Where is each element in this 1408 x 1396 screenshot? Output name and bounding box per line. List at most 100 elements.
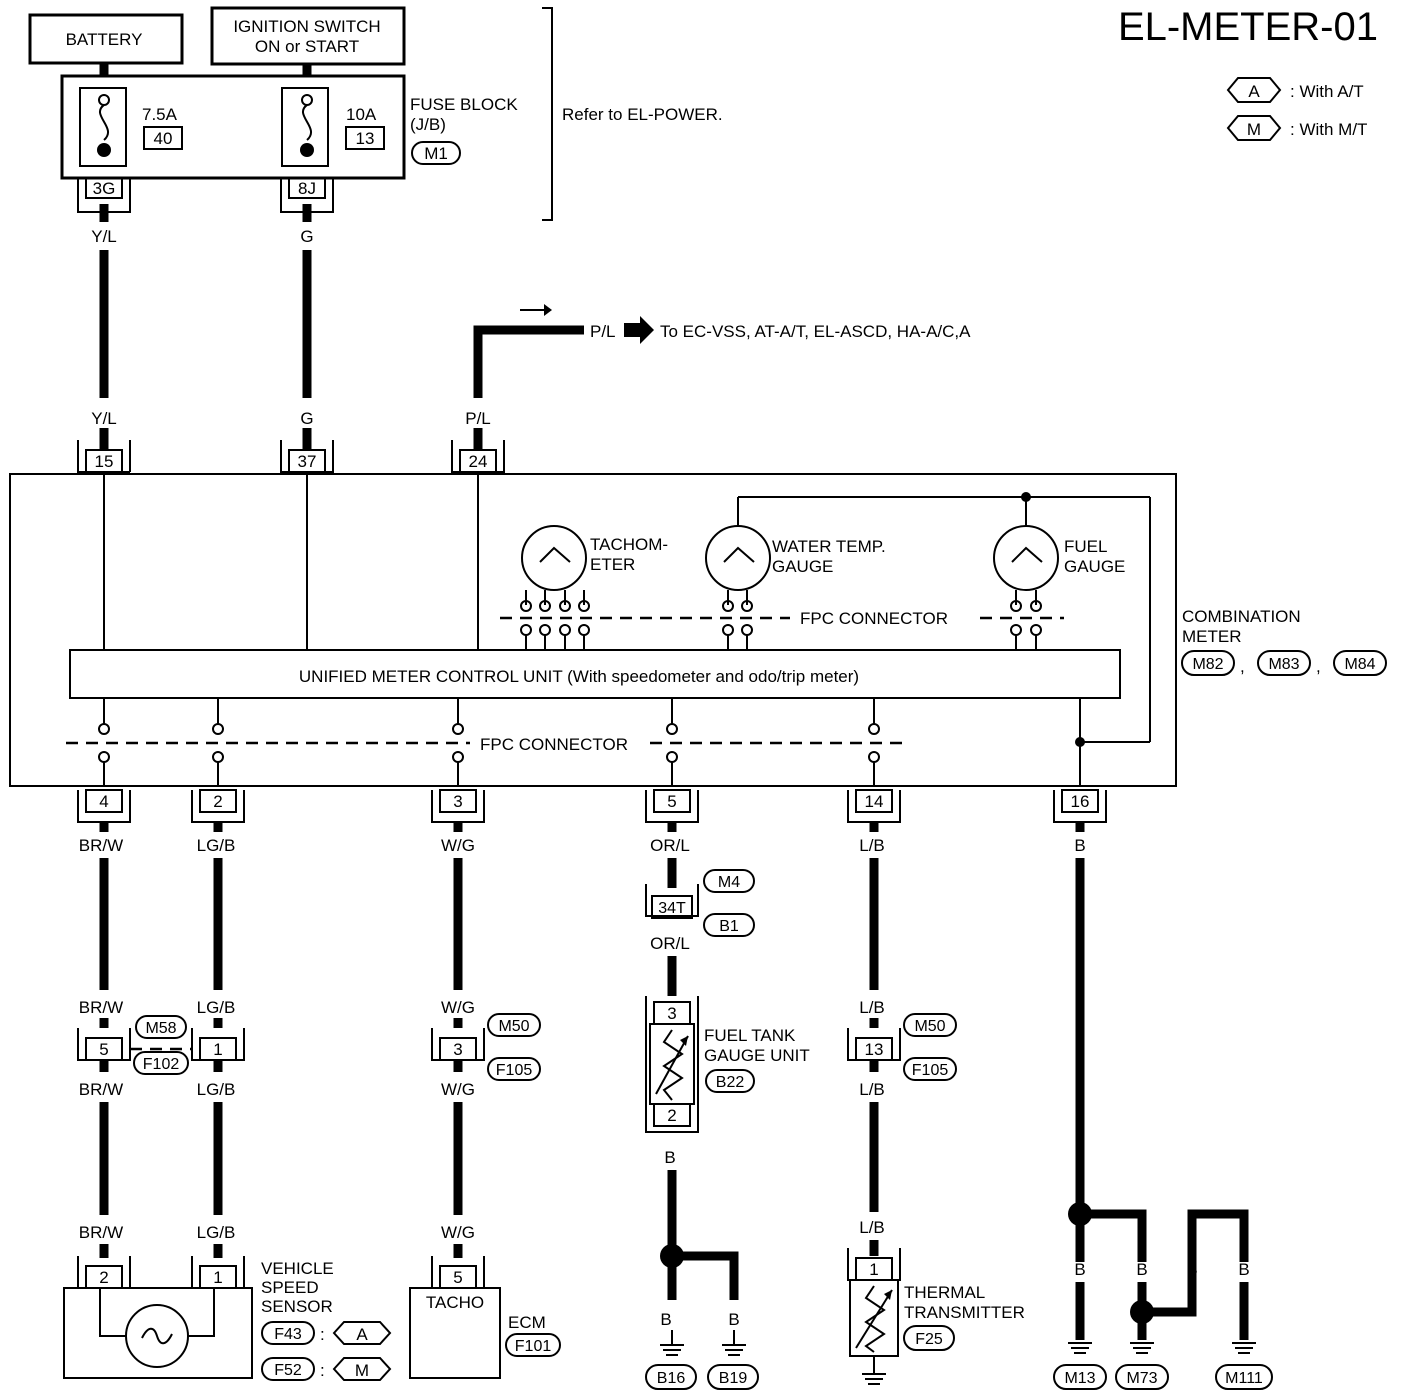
svg-text:M84: M84: [1344, 656, 1375, 673]
svg-text:GAUGE UNIT: GAUGE UNIT: [704, 1046, 810, 1065]
svg-text:F102: F102: [143, 1056, 180, 1073]
svg-text:M4: M4: [718, 874, 740, 891]
svg-text:W/G: W/G: [441, 1080, 475, 1099]
ignition-switch-box: IGNITION SWITCH ON or START: [210, 6, 406, 66]
svg-text:A: A: [1248, 82, 1260, 101]
refer-note: Refer to EL-POWER.: [562, 105, 723, 124]
legend-mt: M : With M/T: [1226, 115, 1367, 141]
ground-m111: M111: [1225, 1370, 1263, 1387]
svg-text:,: ,: [1316, 657, 1321, 676]
svg-text:1: 1: [869, 1260, 878, 1279]
svg-text:5: 5: [453, 1268, 462, 1287]
svg-text:F52: F52: [274, 1362, 302, 1379]
svg-text:3: 3: [453, 1040, 462, 1059]
svg-text:ON or START: ON or START: [255, 37, 359, 56]
fuel-gauge: FUEL GAUGE: [993, 492, 1125, 650]
svg-text:M58: M58: [145, 1020, 176, 1037]
svg-text:L/B: L/B: [859, 1218, 885, 1237]
svg-text:WATER TEMP.: WATER TEMP.: [772, 537, 886, 556]
ground-m73: M73: [1126, 1370, 1157, 1387]
svg-text:B22: B22: [716, 1074, 745, 1091]
svg-text:1: 1: [213, 1268, 222, 1287]
ground-m13: M13: [1064, 1370, 1095, 1387]
svg-text:L/B: L/B: [859, 1080, 885, 1099]
svg-text:SPEED: SPEED: [261, 1278, 319, 1297]
svg-text:3G: 3G: [93, 179, 116, 198]
svg-text:L/B: L/B: [859, 998, 885, 1017]
svg-text:BR/W: BR/W: [79, 1223, 123, 1242]
svg-text:14: 14: [865, 792, 884, 811]
svg-text:Y/L: Y/L: [91, 409, 117, 428]
svg-text:B1: B1: [719, 918, 739, 935]
svg-text:M83: M83: [1268, 656, 1299, 673]
svg-text:F105: F105: [496, 1062, 533, 1079]
diagram-title: EL-METER-01: [1118, 5, 1378, 49]
svg-text:P/L: P/L: [465, 409, 491, 428]
svg-text:LG/B: LG/B: [197, 1080, 236, 1099]
wire-pl: [473, 325, 584, 398]
svg-text:BR/W: BR/W: [79, 836, 123, 855]
svg-text:37: 37: [298, 452, 317, 471]
svg-text:TACHO: TACHO: [426, 1293, 484, 1312]
ecm: 5 TACHO ECM F101: [409, 1256, 561, 1379]
svg-text:LG/B: LG/B: [197, 998, 236, 1017]
battery-box: BATTERY: [28, 13, 184, 65]
svg-text:13: 13: [356, 129, 375, 148]
svg-text:A: A: [356, 1325, 368, 1344]
connector-f102-pin1: 1: [191, 1028, 245, 1061]
svg-text:GAUGE: GAUGE: [1064, 557, 1125, 576]
svg-text:BR/W: BR/W: [79, 1080, 123, 1099]
svg-text:7.5A: 7.5A: [142, 105, 178, 124]
svg-text:F101: F101: [515, 1338, 552, 1355]
branch-destination: To EC-VSS, AT-A/T, EL-ASCD, HA-A/C,A: [660, 322, 971, 341]
water-temp-gauge: WATER TEMP. GAUGE: [705, 496, 1150, 650]
svg-text:5: 5: [99, 1040, 108, 1059]
svg-text:TACHOM-: TACHOM-: [590, 535, 668, 554]
svg-text:W/G: W/G: [441, 836, 475, 855]
svg-text:G: G: [300, 409, 313, 428]
svg-text:: With M/T: : With M/T: [1290, 120, 1367, 139]
svg-text::: :: [320, 1325, 325, 1344]
svg-text:BR/W: BR/W: [79, 998, 123, 1017]
connector-m50-pin13: 13: [847, 1028, 901, 1061]
ac-sine-icon: [141, 1327, 173, 1345]
connector-34t: 34T: [645, 884, 699, 919]
svg-text:COMBINATION: COMBINATION: [1182, 607, 1301, 626]
svg-text:FUEL TANK: FUEL TANK: [704, 1026, 796, 1045]
svg-text:W/G: W/G: [441, 1223, 475, 1242]
svg-text:OR/L: OR/L: [650, 836, 690, 855]
combination-meter-connectors: M82 , M83 , M84: [1181, 650, 1387, 676]
svg-text:5: 5: [667, 792, 676, 811]
svg-text:1: 1: [213, 1040, 222, 1059]
meter-bottom-pins: 4 2 3 5 14 16: [77, 789, 1107, 823]
svg-text:LG/B: LG/B: [197, 1223, 236, 1242]
pin-24: 24: [451, 440, 505, 473]
svg-text:FUSE BLOCK: FUSE BLOCK: [410, 95, 518, 114]
connector-m58-pin5: 5: [77, 1028, 131, 1061]
svg-text:(J/B): (J/B): [410, 115, 446, 134]
svg-text:FUEL: FUEL: [1064, 537, 1107, 556]
svg-text:M: M: [1247, 120, 1261, 139]
svg-text:GAUGE: GAUGE: [772, 557, 833, 576]
svg-text:P/L: P/L: [590, 322, 616, 341]
svg-text:B: B: [728, 1310, 739, 1329]
svg-text:8J: 8J: [298, 179, 316, 198]
svg-text:B: B: [1136, 1260, 1147, 1279]
svg-text:OR/L: OR/L: [650, 934, 690, 953]
connector-m50-pin3: 3: [431, 1028, 485, 1061]
svg-text:10A: 10A: [346, 105, 377, 124]
svg-text:2: 2: [99, 1268, 108, 1287]
svg-text:M50: M50: [498, 1018, 529, 1035]
svg-text:M82: M82: [1192, 656, 1223, 673]
svg-text:F43: F43: [274, 1326, 302, 1343]
svg-text:M50: M50: [914, 1018, 945, 1035]
arrow-icon: [624, 316, 654, 344]
unified-meter-control-unit: [69, 649, 1121, 699]
svg-text:BATTERY: BATTERY: [66, 30, 143, 49]
combination-meter: TACHOM- ETER WATER TEMP. GAUGE F: [9, 473, 1177, 787]
svg-text:B: B: [1074, 1260, 1085, 1279]
svg-text:,: ,: [1240, 657, 1245, 676]
svg-text:THERMAL: THERMAL: [904, 1283, 985, 1302]
svg-text:F105: F105: [912, 1062, 949, 1079]
